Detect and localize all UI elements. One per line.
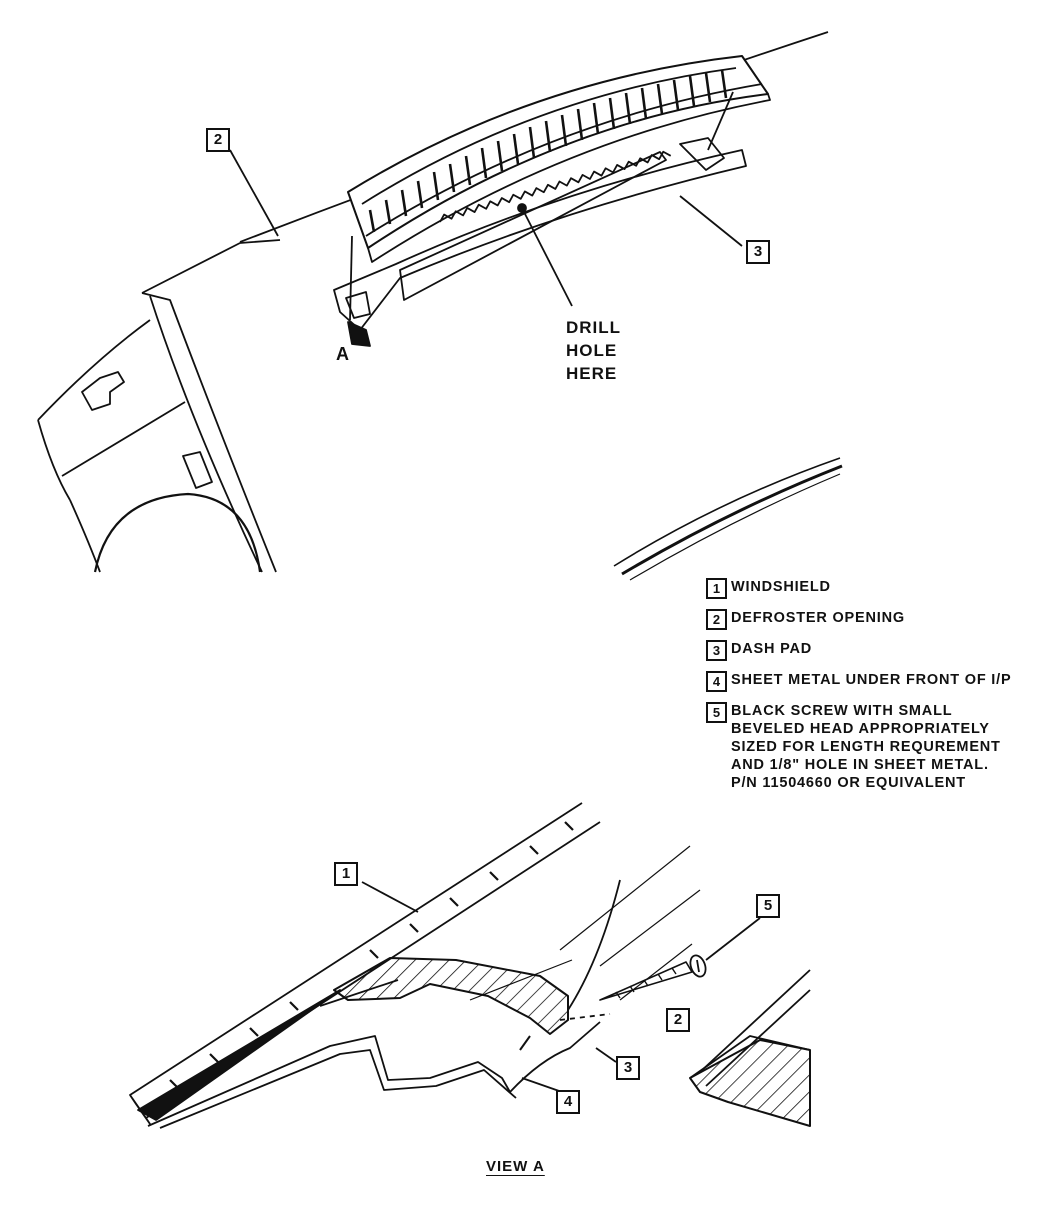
- legend-number: 4: [706, 671, 727, 692]
- legend-text: DASH PAD: [731, 641, 813, 657]
- callout-3-dash-pad: 3: [746, 240, 770, 264]
- callout-4-sheet-metal: 4: [556, 1090, 580, 1114]
- legend-text: BLACK SCREW WITH SMALL BEVELED HEAD APPR…: [731, 703, 1001, 791]
- legend-number: 1: [706, 578, 727, 599]
- view-caption: VIEW A: [486, 1158, 545, 1175]
- drill-hole-note: DRILL HOLE HERE: [566, 318, 622, 383]
- callout-1-windshield: 1: [334, 862, 358, 886]
- legend-item-dash-pad: 3 DASH PAD: [706, 640, 1046, 661]
- screw: [599, 917, 761, 1001]
- callout-5-screw: 5: [756, 894, 780, 918]
- defroster-grille: [347, 55, 771, 263]
- legend-number: 3: [706, 640, 727, 661]
- callout-3-dash-pad-view: 3: [616, 1056, 640, 1080]
- dash-pad-top-view: [37, 31, 843, 581]
- callout-2-defroster-opening: 2: [206, 128, 230, 152]
- view-a-marker: A: [336, 344, 350, 364]
- legend-number: 2: [706, 609, 727, 630]
- legend: 1 WINDSHIELD 2 DEFROSTER OPENING 3 DASH …: [706, 578, 1046, 802]
- legend-item-windshield: 1 WINDSHIELD: [706, 578, 1046, 599]
- dash-pad-section: [147, 845, 701, 1129]
- legend-item-sheet-metal: 4 SHEET METAL UNDER FRONT OF I/P: [706, 671, 1046, 692]
- windshield-section: [129, 802, 601, 1125]
- grille-bracket: [333, 91, 747, 331]
- legend-item-defroster-opening: 2 DEFROSTER OPENING: [706, 609, 1046, 630]
- defroster-duct-section: [689, 969, 811, 1127]
- legend-item-screw: 5 BLACK SCREW WITH SMALL BEVELED HEAD AP…: [706, 702, 1046, 792]
- legend-text: WINDSHIELD: [731, 579, 831, 595]
- callout-2-defroster-opening-view: 2: [666, 1008, 690, 1032]
- legend-number: 5: [706, 702, 727, 723]
- legend-text: DEFROSTER OPENING: [731, 610, 905, 626]
- legend-text: SHEET METAL UNDER FRONT OF I/P: [731, 672, 1012, 688]
- view-a-section: [129, 802, 811, 1129]
